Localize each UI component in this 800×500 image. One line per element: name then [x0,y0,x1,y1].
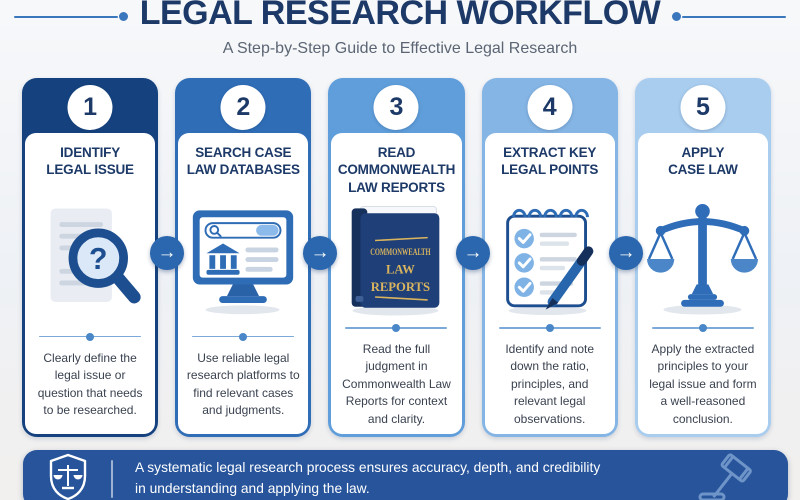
scales-of-justice-icon [646,199,759,321]
card-divider [498,324,601,333]
footer-divider [111,460,113,498]
step-description-1: Clearly define the legal issue or questi… [37,351,143,418]
footer-banner: A systematic legal research process ensu… [23,450,788,500]
gavel-icon [692,452,770,500]
footer-text: A systematic legal research process ensu… [135,460,601,496]
shield-scales-icon [45,452,91,500]
notepad-pen-icon [494,199,606,321]
step-number-badge: 4 [527,85,573,130]
card-divider [651,324,754,333]
card-divider [39,332,142,341]
header: LEGAL RESEARCH WORKFLOW [0,0,800,32]
svg-text:LAW: LAW [386,262,415,276]
arrow-right-icon: → [609,236,643,270]
card-divider [345,324,448,333]
arrow-right-icon: → [150,236,184,270]
title-right-decor-line [672,12,787,22]
page-title: LEGAL RESEARCH WORKFLOW [139,0,661,32]
step-description-3: Read the full judgment in Commonwealth L… [342,342,451,426]
step-number-badge: 1 [67,85,113,130]
step-number-badge: 5 [680,85,726,130]
step-description-4: Identify and note down the ratio, princi… [505,342,595,426]
arrow-right-icon: → [456,236,490,270]
page-subtitle: A Step-by-Step Guide to Effective Legal … [222,40,578,57]
svg-text:COMMONWEALTH: COMMONWEALTH [371,247,432,258]
step-description-5: Apply the extracted principles to your l… [649,342,757,426]
svg-text:?: ? [89,243,107,276]
title-left-decor-line [13,12,128,22]
law-reports-book-icon: COMMONWEALTH LAW REPORTS [340,199,452,321]
svg-text:REPORTS: REPORTS [371,280,430,294]
step-number-badge: 2 [220,85,266,130]
arrow-right-icon: → [303,236,337,270]
database-monitor-icon [187,199,299,329]
document-search-icon: ? [34,199,146,329]
card-divider [192,332,295,341]
step-description-2: Use reliable legal research platforms to… [186,351,300,418]
step-number-badge: 3 [373,85,419,130]
